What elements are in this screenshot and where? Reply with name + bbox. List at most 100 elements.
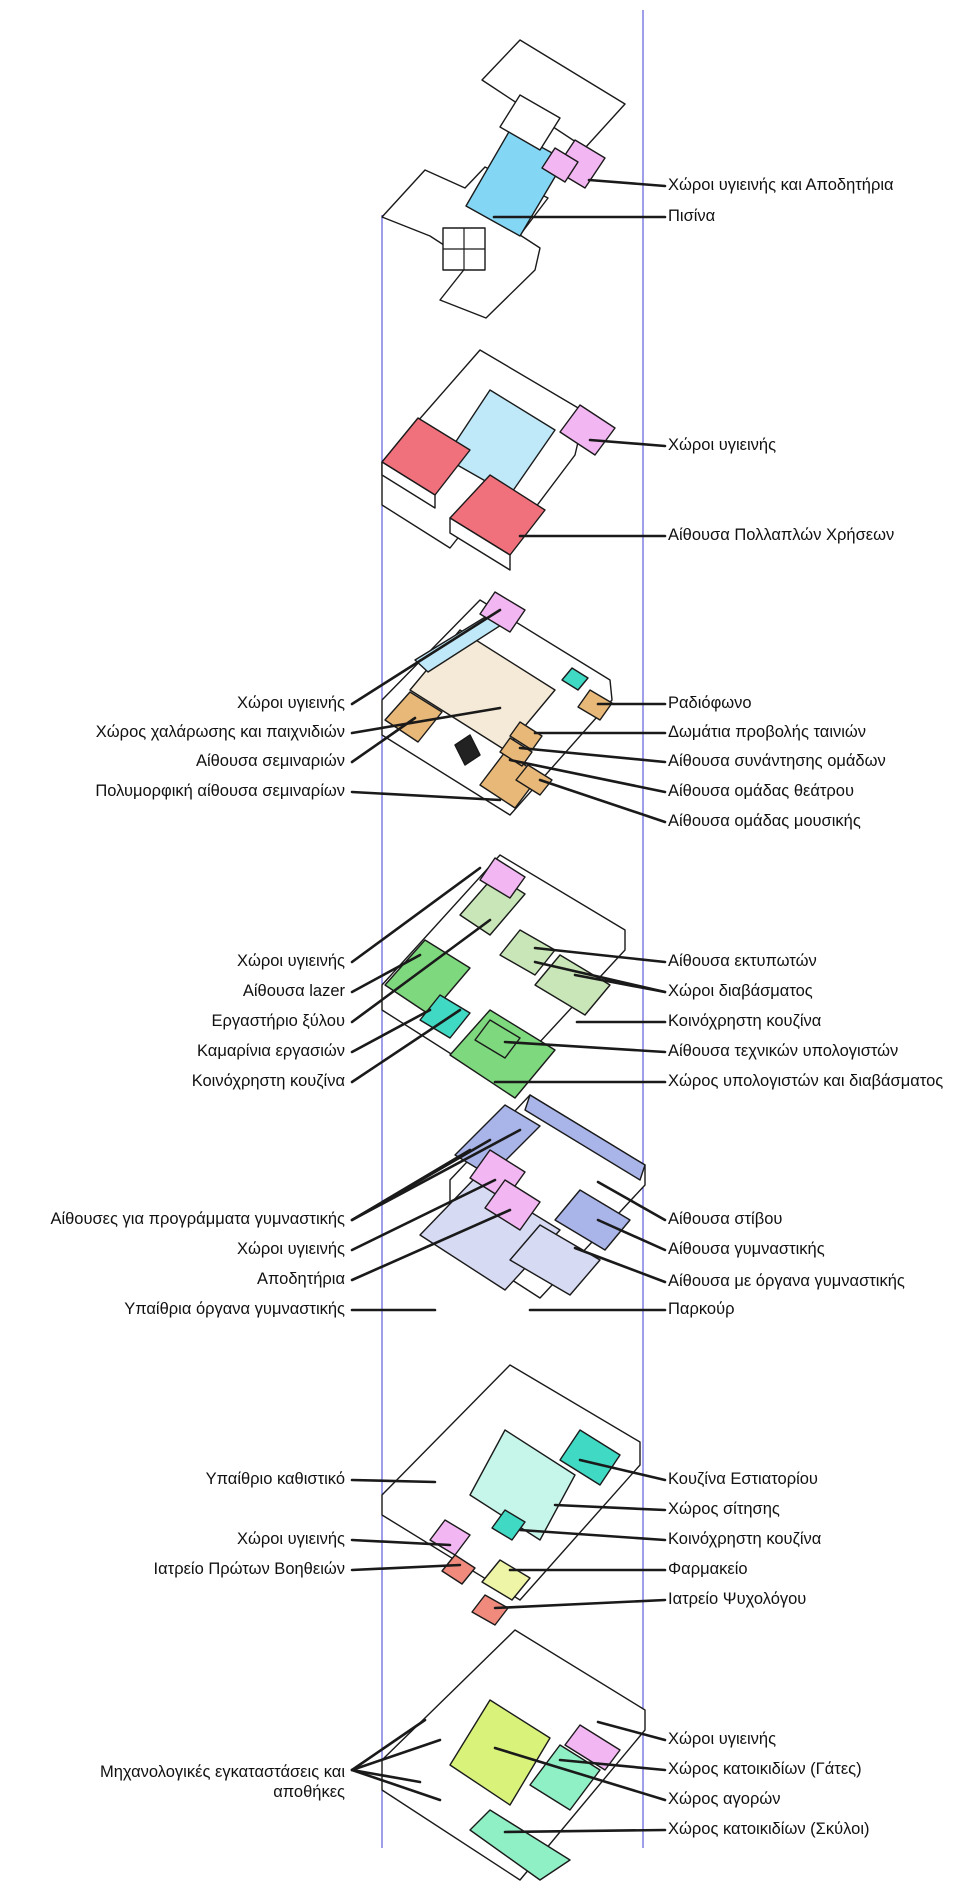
label-printers: Αίθουσα εκτυπωτών [668,952,817,970]
leader [518,1528,667,1542]
leader [350,1008,432,1054]
label-equipment: Αίθουσα με όργανα γυμναστικής [668,1272,905,1290]
pool-toilets-2 [541,147,579,183]
floor3-toilets [479,591,526,633]
floor-labs [381,854,626,1099]
pool-water [465,129,566,237]
shared-kitchen-dining [491,1509,526,1541]
leader [493,1746,667,1802]
leader [533,946,667,964]
leader [350,1128,522,1222]
athletics-hall [524,1094,646,1181]
leader [350,790,502,802]
leader [588,438,667,448]
label-f5-changing: Αποδητήρια [257,1270,345,1288]
label-theatre: Αίθουσα ομάδας θεάτρου [668,782,855,800]
floor2-toilets [559,404,616,456]
label-f3-toilets: Χώροι υγιεινής [236,694,345,712]
leader [350,1008,462,1084]
label-computers-reading: Χώρος υπολογιστών και διαβάσματος [668,1072,944,1090]
label-cats: Χώρος κατοικιδίων (Γάτες) [668,1760,862,1778]
label-mechanical: Μηχανολογικές εγκαταστάσεις και αποθήκες [99,1763,345,1801]
floor5-changing [484,1179,541,1231]
floor-multipurpose [381,349,616,571]
label-f6-kitchen: Κοινόχρηστη κουζίνα [668,1530,822,1548]
label-f4-kitchen-left: Κοινόχρηστη κουζίνα [191,1072,345,1090]
multipurpose-hall-2-side [449,517,511,571]
label-outdoor-gym: Υπαίθρια όργανα γυμναστικής [124,1300,345,1318]
radio-accent [561,667,589,691]
label-seminar: Αίθουσα σεμιναριών [195,752,345,770]
label-meeting: Αίθουσα συνάντησης ομάδων [668,752,886,770]
radio-room [577,689,613,721]
equipment-hall [509,1224,601,1296]
psychologist [471,1594,509,1626]
gym-hall [554,1189,631,1251]
leader [503,1828,667,1834]
floor7-toilets [564,1724,621,1771]
leader [350,866,482,964]
label-wood: Εργαστήριο ξύλου [211,1012,345,1030]
label-shops: Χώρος αγορών [668,1790,781,1808]
leader [596,1218,667,1252]
leader [350,1768,442,1802]
label-f6-toilets: Χώροι υγιεινής [236,1530,345,1548]
leader [350,953,422,994]
pharmacy [481,1559,531,1601]
shop-area [449,1699,551,1806]
dogs-area [469,1809,571,1881]
label-psychologist: Ιατρείο Ψυχολόγου [668,1590,807,1608]
leaders-right [492,178,667,1834]
leader [573,1246,667,1284]
label-pool: Πισίνα [668,207,716,225]
leader [493,1598,667,1610]
dark-stair [454,734,481,766]
label-leisure: Χώρος χαλάρωσης και παιχνιδιών [95,723,345,741]
label-f4-toilets: Χώροι υγιεινής [236,952,345,970]
leader [596,1720,667,1742]
leader [596,1180,667,1222]
label-first-aid: Ιατρείο Πρώτων Βοηθειών [153,1560,345,1578]
leader [350,608,502,706]
label-dogs: Χώρος κατοικιδίων (Σκύλοι) [668,1820,870,1838]
leader [573,973,667,994]
label-music: Αίθουσα ομάδας μουσικής [668,812,861,830]
leader [350,1208,512,1282]
leader [558,1758,667,1772]
floor-gym [419,1094,646,1299]
leader [350,1563,462,1572]
leader [518,746,667,764]
label-gym-hall: Αίθουσα γυμναστικής [668,1240,825,1258]
leader [350,1478,437,1484]
leader [538,778,667,824]
label-tech-computers: Αίθουσα τεχνικών υπολογιστών [668,1042,899,1060]
leader [350,716,417,764]
label-f2-toilets: Χώροι υγιεινής [668,436,777,454]
leader [350,918,492,1024]
floor-dining [381,1364,641,1626]
label-pharmacy: Φαρμακείο [668,1560,748,1578]
label-laser: Αίθουσα lazer [242,982,345,1000]
multipurpose-hall-1-side [381,461,436,509]
leader [578,1458,667,1482]
label-f7-toilets: Χώροι υγιεινής [668,1730,777,1748]
leader [508,758,667,794]
leader [503,1040,667,1054]
label-multipurpose: Αίθουσα Πολλαπλών Χρήσεων [668,526,895,544]
leader [587,178,667,188]
label-pool-toilets: Χώροι υγιεινής και Αποδητήρια [668,176,894,194]
label-f4-kitchen: Κοινόχρηστη κουζίνα [668,1012,822,1030]
label-cinema: Δωμάτια προβολής ταινιών [668,723,867,741]
leader [350,1768,422,1784]
laser-room [384,939,471,1016]
leader [350,1718,427,1772]
floor-pool [381,39,626,319]
label-polymorphic: Πολυμορφική αίθουσα σεμιναρίων [95,782,345,800]
tech-computers [474,1019,521,1059]
leaders-left [350,608,522,1802]
label-booths: Καμαρίνια εργασιών [197,1042,345,1060]
theatre-room [515,764,553,796]
label-reading: Χώροι διαβάσματος [668,982,813,1000]
